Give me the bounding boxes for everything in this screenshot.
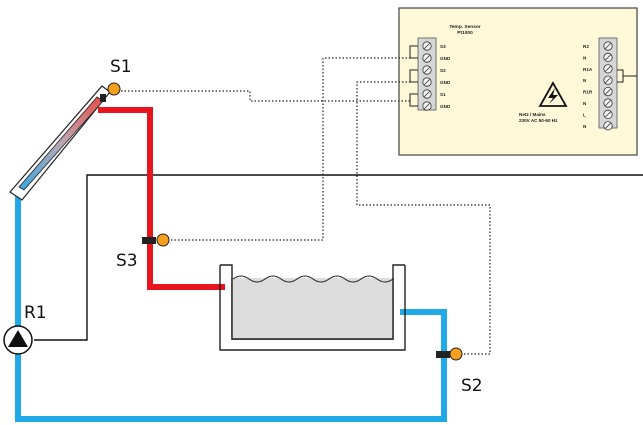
- left-terminal-screws: [422, 41, 432, 111]
- terminal-label: S2: [440, 68, 446, 73]
- sensor-s2: [436, 347, 463, 361]
- sensor-title-1: Temp. Sensor: [449, 24, 480, 30]
- terminal-label: L: [583, 112, 586, 117]
- storage-tank: [219, 264, 406, 351]
- terminal-label: S3: [440, 44, 446, 49]
- terminal-label: GND: [440, 104, 451, 109]
- right-terminal-labels: R2N R1A N R1R N L N: [583, 44, 593, 129]
- sensor-wires: [114, 57, 491, 355]
- sensor-s3: [142, 233, 170, 247]
- solar-collector: [9, 85, 111, 201]
- terminal-label: N: [583, 78, 587, 83]
- terminal-label: GND: [440, 80, 451, 85]
- sensor-s1: [100, 82, 121, 102]
- mains-label-1: Netz / Mains: [519, 112, 546, 117]
- right-terminal-screws: [603, 41, 613, 131]
- terminal-label: GND: [440, 56, 451, 61]
- high-voltage-warning-icon: [538, 81, 568, 107]
- mains-label-2: 230V AC 50-60 Hz: [519, 118, 558, 123]
- label-r1: R1: [24, 303, 47, 323]
- pump-icon: [3, 325, 33, 355]
- terminal-label: R1A: [583, 67, 593, 72]
- sensor-title-2: Pt1000: [457, 30, 473, 36]
- label-s1: S1: [110, 57, 132, 77]
- terminal-label: R1R: [583, 90, 593, 95]
- terminal-label: N: [583, 55, 587, 60]
- label-s2: S2: [461, 376, 483, 396]
- hot-pipe: [98, 107, 225, 290]
- label-s3: S3: [116, 251, 138, 271]
- terminal-label: N: [583, 124, 587, 129]
- terminal-label: R2: [583, 44, 589, 49]
- terminal-label: N: [583, 101, 587, 106]
- terminal-label: S1: [440, 92, 446, 97]
- pump-power-wire: [34, 174, 643, 341]
